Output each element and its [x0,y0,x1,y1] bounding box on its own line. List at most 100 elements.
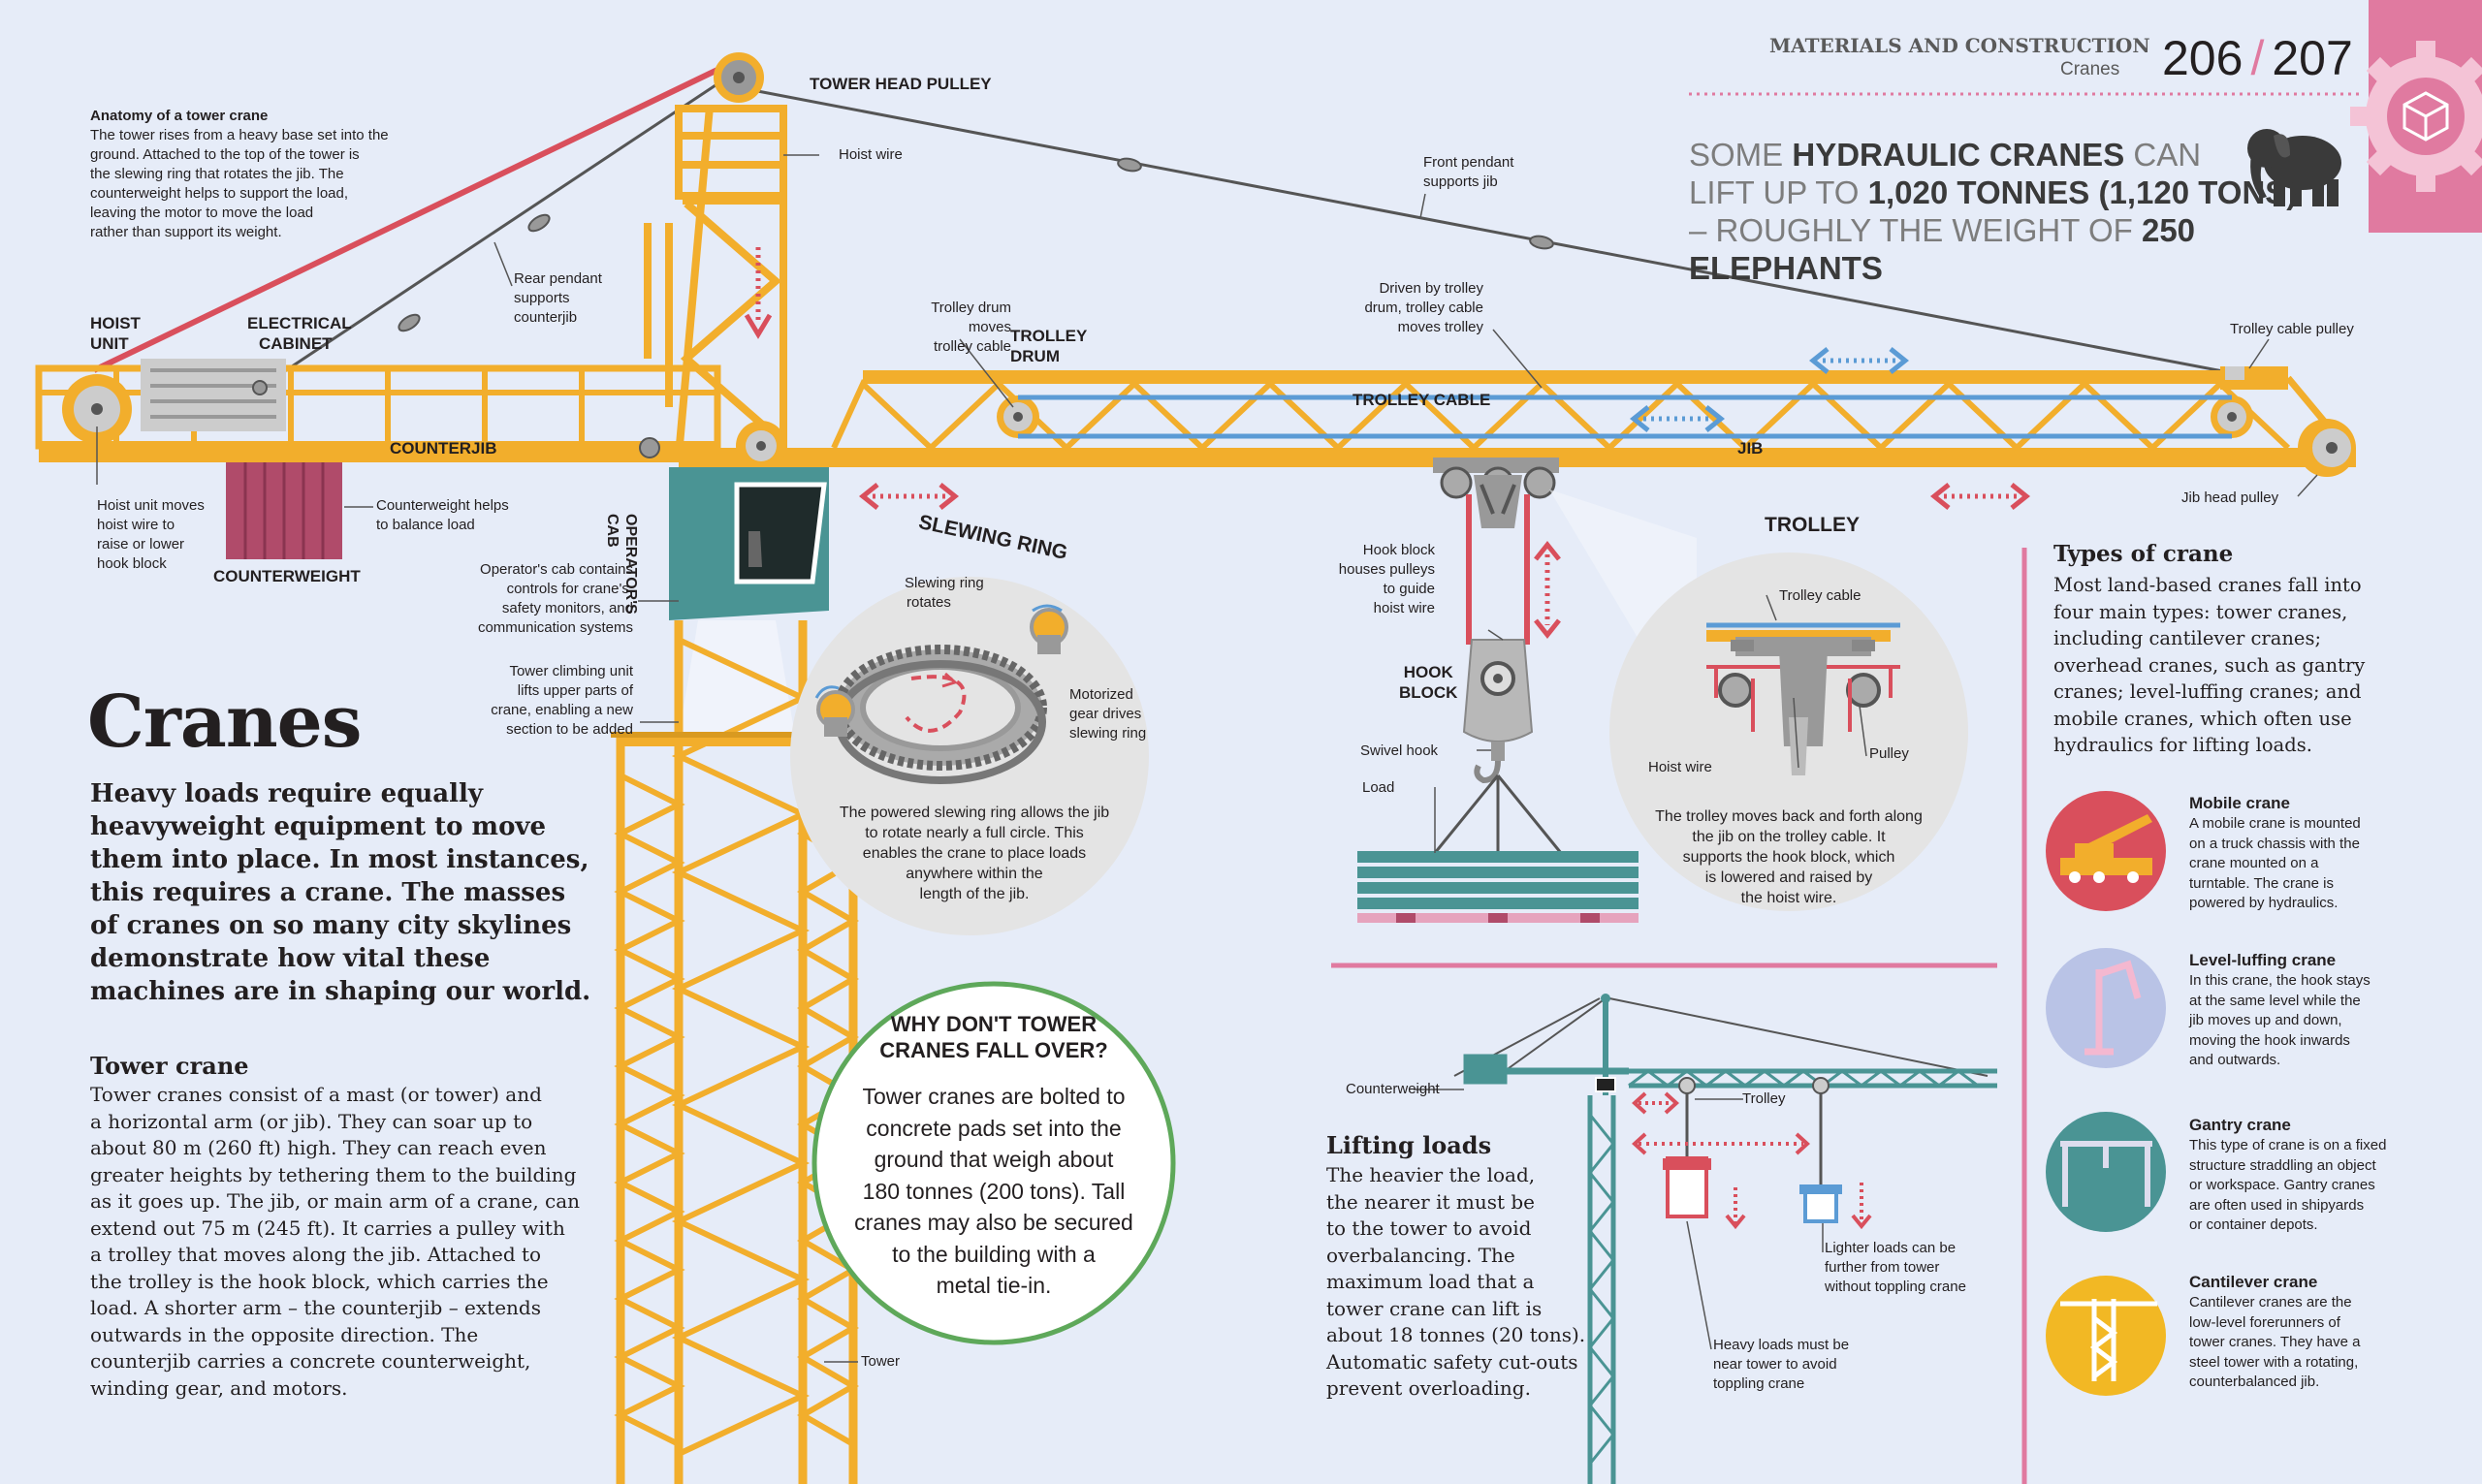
caption-line: supports the hook block, which [1682,849,1895,866]
body-line: about 18 tonnes (20 tons). [1326,1323,1586,1346]
trolley-caption: The trolley moves back and forth along t… [1643,806,1934,908]
label-line: Operator's cab contains [480,561,633,578]
fact-text: LIFT UP TO [1689,174,1868,210]
label-line: Rear pendant [514,270,602,287]
intro-line: heavyweight equipment to move [90,812,547,841]
body-line: cranes may also be secured [854,1210,1133,1235]
types-intro: Most land-based cranes fall into four ma… [2053,572,2373,759]
page-number-right: 207 [2272,31,2353,85]
label-rear-pendant: Rear pendant supports counterjib [514,269,602,328]
anatomy-line: counterweight helps to support the load, [90,185,349,202]
body-line: outwards in the opposite direction. The [90,1322,479,1346]
label-line: gear drives [1069,706,1142,722]
label-line: further from tower [1825,1259,1940,1276]
fact-emphasis: 1,020 TONNES (1,120 TONS) [1867,174,2298,210]
label-counterweight-helps: Counterweight helps to balance load [376,496,509,535]
body-line: The heavier the load, [1326,1163,1536,1186]
label-line: hoist wire to [97,517,175,533]
label-line: hook block [97,555,167,572]
label-tower-head-pulley: TOWER HEAD PULLEY [810,75,992,93]
section-title: MATERIALS AND CONSTRUCTION [1769,34,2150,57]
label-line: moves trolley [1397,319,1483,335]
label-climbing-unit: Tower climbing unit lifts upper parts of… [463,662,633,740]
body-line: 180 tonnes (200 tons). Tall [862,1178,1126,1204]
types-heading: Types of crane [2053,541,2234,567]
body-line: extend out 75 m (245 ft). It carries a p… [90,1216,565,1240]
intro-line: this requires a crane. The masses [90,878,566,907]
lifting-lighter-label: Lighter loads can be further from tower … [1825,1239,1966,1297]
page-numbers: 206/207 [2162,31,2353,85]
body-line: greater heights by tethering them to the… [90,1162,577,1186]
intro-line: machines are in shaping our world. [90,977,591,1006]
body-line: the trolley is the hook block, which car… [90,1269,549,1293]
fact-text: – ROUGHLY THE WEIGHT OF [1689,212,2142,248]
label-line: Trolley drum [931,300,1011,316]
label-line: Front pendant [1423,154,1514,171]
caption-line: to rotate nearly a full circle. This [865,825,1084,841]
fact-emphasis: HYDRAULIC CRANES [1792,137,2125,173]
label-swivel-hook: Swivel hook [1360,742,1439,759]
intro-line: of cranes on so many city skylines [90,911,572,940]
label-line: CABINET [259,334,333,353]
description-line: turntable. The crane is [2189,874,2334,892]
label-line: supports jib [1423,174,1498,190]
intro-line: Heavy loads require equally [90,779,483,808]
slewing-rotates-label: Slewing ring rotates [905,574,984,613]
label-line: Slewing ring [905,575,984,591]
label-line: TROLLEY [1010,327,1088,345]
description-line: are often used in shipyards [2189,1196,2365,1214]
trolley-cable-label: Trolley cable [1779,587,1862,604]
label-line: slewing ring [1069,725,1147,742]
body-line: a trolley that moves along the jib. Atta… [90,1243,542,1266]
lifting-trolley-label: Trolley [1742,1090,1786,1107]
trolley-hoist-wire-label: Hoist wire [1648,759,1712,775]
description-line: on a truck chassis with the [2189,835,2360,852]
label-line: raise or lower [97,536,185,553]
label-line: without toppling crane [1825,1279,1966,1295]
gear-cube-icon [2350,0,2482,233]
description-line: Cantilever cranes are the [2189,1294,2352,1310]
body-line: metal tie-in. [936,1273,1052,1298]
caption-line: The powered slewing ring allows the jib [839,805,1110,821]
anatomy-line: leaving the motor to move the load [90,205,314,221]
type-description: This type of crane is on a fixed structu… [2189,1136,2386,1236]
intro-line: demonstrate how vital these [90,944,491,973]
trolley-title: TROLLEY [1765,514,1860,536]
type-name: Gantry crane [2189,1116,2291,1134]
hydraulic-fact: SOME HYDRAULIC CRANES CAN LIFT UP TO 1,0… [1689,136,2348,287]
fact-text: CAN [2124,137,2202,173]
label-line: Counterweight helps [376,497,509,514]
intro-paragraph: Heavy loads require equally heavyweight … [90,777,594,1008]
body-line: maximum load that a [1326,1270,1535,1293]
type-description: A mobile crane is mounted on a truck cha… [2189,814,2361,914]
label-line: to balance load [376,517,475,533]
slewing-caption: The powered slewing ring allows the jib … [829,803,1120,904]
heading-line: CRANES FALL OVER? [879,1038,1108,1062]
slewing-gear-label: Motorized gear drives slewing ring [1069,685,1146,743]
caption-line: the hoist wire. [1740,890,1837,906]
body-line: concrete pads set into the [866,1115,1122,1141]
type-name: Mobile crane [2189,794,2290,812]
label-line: counterjib [514,309,578,326]
label-line: trolley cable [933,338,1011,355]
page-number-sep: / [2250,31,2265,85]
elephant-icon [2247,129,2341,206]
section-subtitle: Cranes [2060,59,2120,79]
label-tower: Tower [861,1353,901,1370]
label-line: moves [968,319,1011,335]
label-line: HOOK [1403,663,1453,681]
description-line: structure straddling an object [2189,1156,2376,1174]
label-load: Load [1362,779,1395,796]
intro-line: including cantilever cranes; [2053,627,2322,649]
label-line: Hoist unit moves [97,497,205,514]
label-line: BLOCK [1399,683,1458,702]
fallover-circle [811,981,1176,1345]
anatomy-line: rather than support its weight. [90,224,282,240]
type-name: Cantilever crane [2189,1273,2318,1291]
label-line: to guide [1383,581,1435,597]
description-line: and outwards. [2189,1052,2281,1068]
label-line: communication systems [477,619,633,636]
caption-line: length of the jib. [919,886,1030,902]
description-line: or workspace. Gantry cranes [2189,1177,2375,1193]
